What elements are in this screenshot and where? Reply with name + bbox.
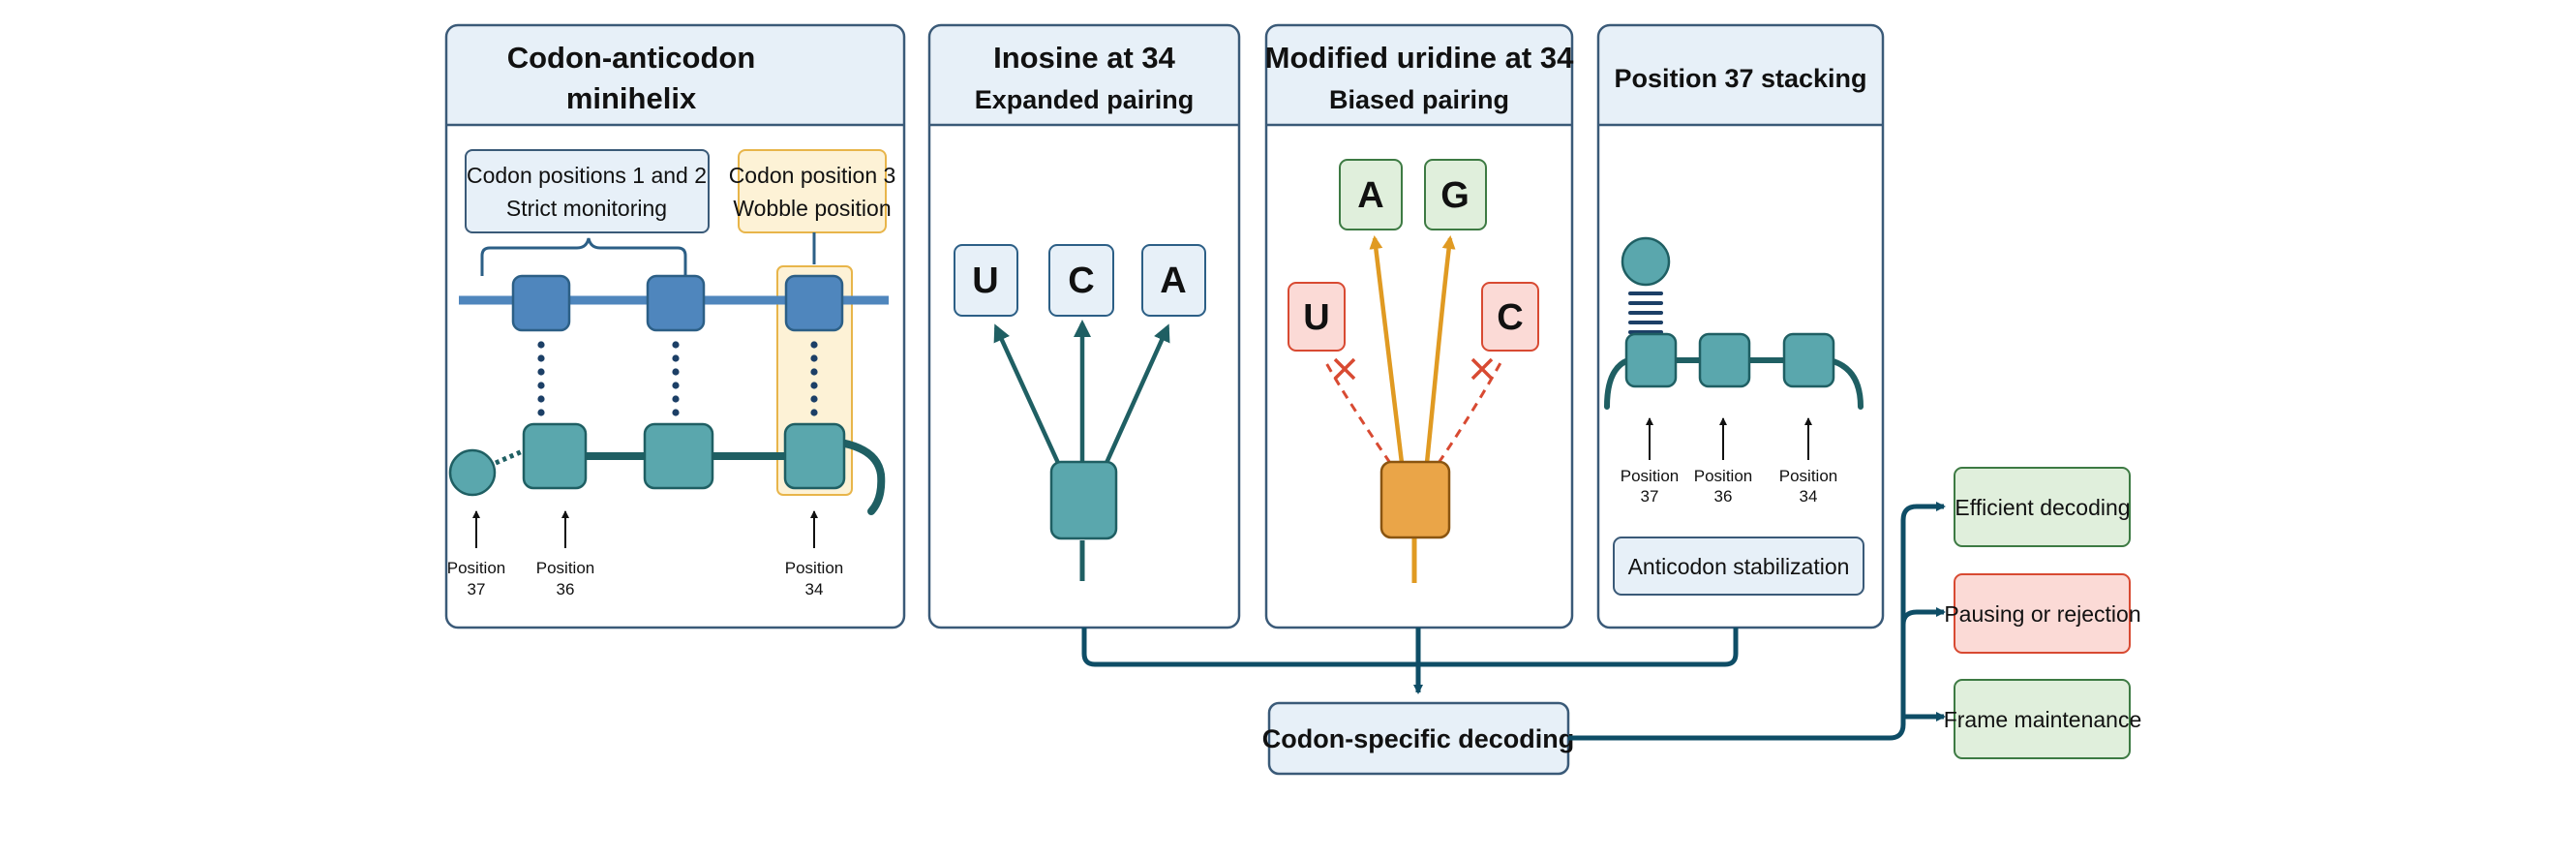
panel-inosine-subtitle: Expanded pairing (975, 85, 1195, 114)
inosine-base-U-letter: U (972, 261, 998, 301)
decoding-connectors (1081, 628, 1739, 694)
panel-minihelix-title-line1: Codon-anticodon (507, 41, 756, 75)
inosine-base-C-letter: C (1068, 261, 1094, 301)
inosine-base-U (954, 244, 1018, 317)
stacking-nucleotide-34 (1782, 332, 1835, 388)
position-37-modification (1621, 236, 1671, 287)
uridine-base-C-letter: C (1497, 297, 1523, 338)
anticodon-stabilization-label: Anticodon stabilization (1628, 554, 1850, 579)
outcome-frame-maintenance-label: Frame maintenance (1944, 707, 2142, 732)
label-position-36-number: 36 (557, 580, 575, 598)
strict-brace (480, 237, 687, 276)
outcome-pausing-rejection (1954, 573, 2131, 654)
uridine-arrow-G (1424, 235, 1456, 464)
outcome-efficient-decoding (1954, 467, 2131, 547)
outcome-frame-maintenance (1954, 679, 2131, 759)
callout-wobble-line2: Wobble position (733, 196, 891, 221)
uridine-base-A-letter: A (1357, 175, 1383, 216)
callout-wobble-position (738, 149, 887, 233)
stacking-label-36-number: 36 (1714, 487, 1733, 506)
stacking-label-34-number: 34 (1800, 487, 1818, 506)
uridine-base-A (1339, 159, 1403, 230)
uridine-base-G (1424, 159, 1487, 230)
uridine-reject-U (1323, 360, 1392, 464)
panel-position37-header (1599, 26, 1882, 124)
anticodon-nucleotide-35 (643, 422, 714, 490)
connector-pausing-rejection (1900, 607, 1946, 626)
inosine-arrow-U (993, 323, 1061, 464)
uridine-base-G-letter: G (1440, 175, 1470, 216)
outcome-pausing-rejection-label: Pausing or rejection (1944, 601, 2140, 627)
panel-inosine-title: Inosine at 34 (993, 41, 1176, 75)
outcome-efficient-decoding-label: Efficient decoding (1955, 495, 2130, 520)
panel-uridine-subtitle: Biased pairing (1329, 85, 1509, 114)
codon-nucleotide-2 (646, 274, 706, 332)
nucleotide-position-37 (448, 448, 497, 497)
uridine-base-U-letter: U (1303, 297, 1329, 338)
position-37-link (495, 447, 526, 466)
anticodon-nucleotide-34 (783, 422, 846, 490)
panel-uridine: Modified uridine at 34 Biased pairing A … (1265, 23, 1574, 629)
callout-strict-line2: Strict monitoring (506, 196, 667, 221)
uridine-arrow-A (1369, 235, 1405, 464)
panel-inosine: Inosine at 34 Expanded pairing U C A (927, 23, 1241, 629)
inosine-arrow-A (1104, 323, 1170, 464)
label-position-37-word: Position (447, 559, 505, 577)
reject-cross-C (1470, 357, 1494, 381)
label-position-34-number: 34 (805, 580, 824, 598)
panel-minihelix-header (447, 26, 903, 124)
stacking-strand-left (1604, 357, 1631, 410)
stacking-label-34-word: Position (1779, 467, 1837, 485)
panel-uridine-title: Modified uridine at 34 (1265, 41, 1574, 75)
outcome-connectors (1568, 502, 1946, 741)
uridine-base-C (1481, 282, 1539, 352)
label-position-34-word: Position (785, 559, 843, 577)
panel-minihelix: Codon-anticodon minihelix Codon position… (444, 23, 906, 629)
stacking-nucleotide-36 (1698, 332, 1751, 388)
inosine-base-C (1048, 244, 1114, 317)
callout-strict-monitoring (465, 149, 710, 233)
anticodon-nucleotide-36 (522, 422, 588, 490)
stacking-nucleotide-37 (1624, 332, 1678, 388)
anticodon-strand-tail (831, 438, 886, 515)
reject-cross-U (1333, 357, 1356, 381)
stacking-label-37-number: 37 (1641, 487, 1659, 506)
panel-uridine-header (1267, 26, 1571, 124)
callout-strict-line1: Codon positions 1 and 2 (467, 163, 707, 188)
stacking-lines (1628, 291, 1663, 334)
anticodon-stabilization-box (1613, 537, 1864, 596)
panel-minihelix-title-line2: minihelix (566, 81, 697, 115)
callout-wobble-line1: Codon position 3 (729, 163, 896, 188)
label-position-36-word: Position (536, 559, 594, 577)
panel-position37: Position 37 stacking Position 37 Positio… (1596, 23, 1885, 629)
stacking-strand-right (1827, 357, 1864, 410)
base-pair-dots (537, 341, 818, 416)
connector-merge-bus (1081, 628, 1739, 667)
stacking-label-37-word: Position (1621, 467, 1679, 485)
codon-nucleotide-1 (511, 274, 571, 332)
inosine-nucleotide (1049, 460, 1118, 540)
decoding-label: Codon-specific decoding (1262, 724, 1575, 753)
inosine-base-A (1141, 244, 1206, 317)
panel-position37-title: Position 37 stacking (1614, 64, 1866, 93)
modified-uridine-nucleotide (1379, 460, 1451, 539)
stacking-label-36-word: Position (1694, 467, 1752, 485)
label-position-37-number: 37 (468, 580, 486, 598)
uridine-reject-C (1437, 360, 1503, 464)
panel-position37-frame (1596, 23, 1885, 629)
uridine-base-U (1288, 282, 1346, 352)
codon-nucleotide-3 (784, 274, 844, 332)
panel-inosine-header (930, 26, 1238, 124)
inosine-base-A-letter: A (1160, 261, 1186, 301)
